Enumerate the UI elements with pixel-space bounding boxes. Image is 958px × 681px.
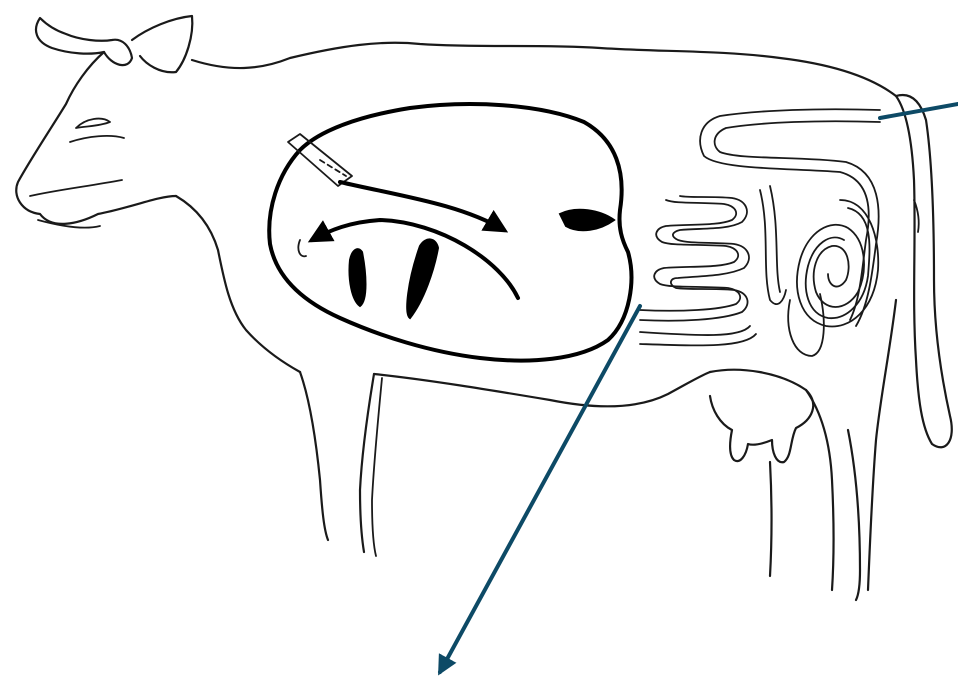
pointer-arrows [440,104,958,672]
large-intestine [700,109,880,356]
stomach [269,104,631,360]
small-intestine [640,196,756,345]
